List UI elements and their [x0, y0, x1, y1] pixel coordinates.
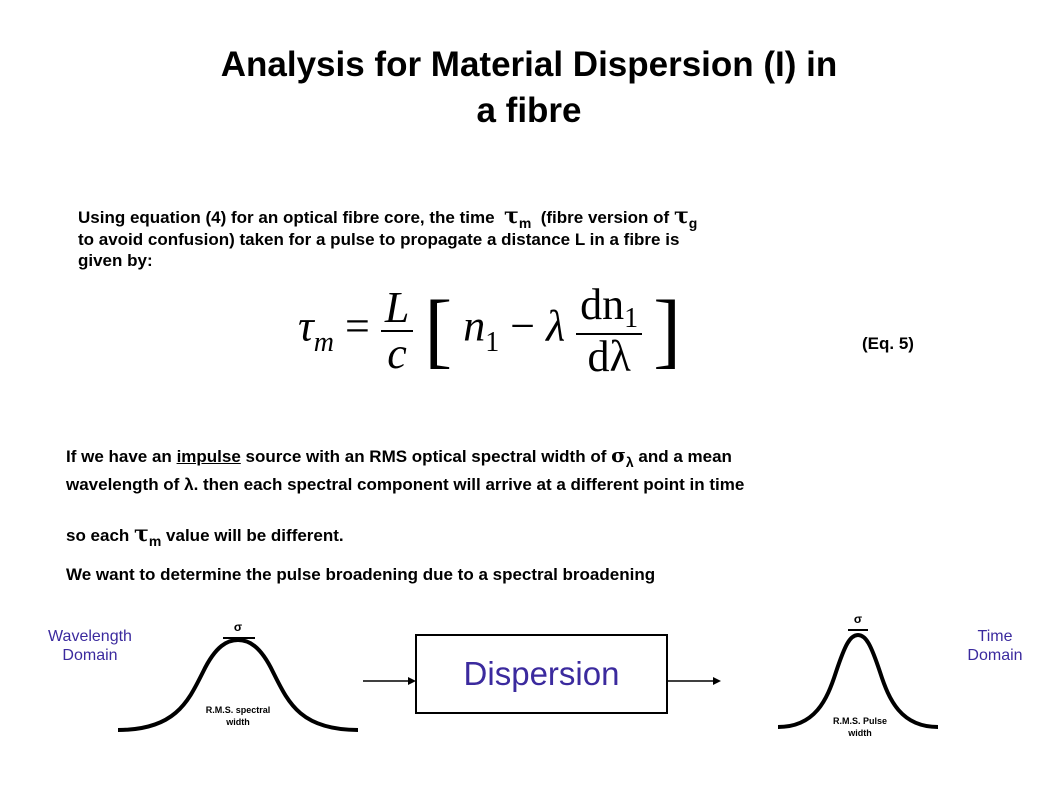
intro-line-3: given by: [78, 251, 153, 270]
equation-5: τm = L c [ n1 − λ dn1 dλ ] [298, 279, 682, 381]
wavelength-domain-label: Wavelength Domain [48, 628, 132, 664]
tau-g-symbol: τ [673, 203, 689, 229]
pulse-width-caption: R.M.S. Pulse width [832, 716, 887, 738]
dispersion-label: Dispersion [463, 655, 620, 692]
impulse-line-2: wavelength of λ. then each spectral comp… [66, 475, 745, 494]
tau-m-symbol-2: τ [134, 521, 149, 547]
left-bracket: [ [424, 284, 453, 377]
fraction-derivative: dn1 dλ [576, 282, 643, 379]
equation-label: (Eq. 5) [862, 334, 914, 353]
input-arrow-head [408, 677, 416, 685]
impulse-line-3: so each τm value will be different. [66, 521, 344, 549]
time-domain-label: Time Domain [967, 628, 1023, 664]
impulse-paragraph: If we have an impulse source with an RMS… [66, 442, 1016, 498]
spectral-curve [117, 637, 359, 732]
impulse-underlined: impulse [176, 447, 241, 466]
intro-line-2: to avoid confusion) taken for a pulse to… [78, 230, 680, 249]
dispersion-box: Dispersion [415, 634, 668, 714]
pulse-sigma: σ [853, 612, 863, 626]
spectral-width-caption: R.M.S. spectral width [205, 705, 271, 727]
spectral-sigma: σ [233, 620, 243, 634]
sigma-lambda-symbol: σ [611, 443, 626, 467]
right-bracket: ] [653, 284, 682, 377]
title-line-2: a fibre [476, 91, 582, 130]
intro-line-1: Using equation (4) for an optical fibre … [78, 203, 698, 231]
broadening-paragraph: We want to determine the pulse broadenin… [66, 565, 656, 584]
title-line-1: Analysis for Material Dispersion (I) in [220, 45, 838, 84]
lambda-symbol: λ [184, 475, 194, 494]
tau-m-symbol: τ [504, 203, 519, 229]
output-arrow-head [713, 677, 721, 685]
slide-title: Analysis for Material Dispersion (I) in … [0, 42, 1058, 134]
intro-paragraph: Using equation (4) for an optical fibre … [78, 203, 958, 271]
fraction-l-over-c: L c [380, 285, 414, 376]
impulse-line-1: If we have an impulse source with an RMS… [66, 443, 732, 470]
pulse-curve [777, 632, 939, 729]
